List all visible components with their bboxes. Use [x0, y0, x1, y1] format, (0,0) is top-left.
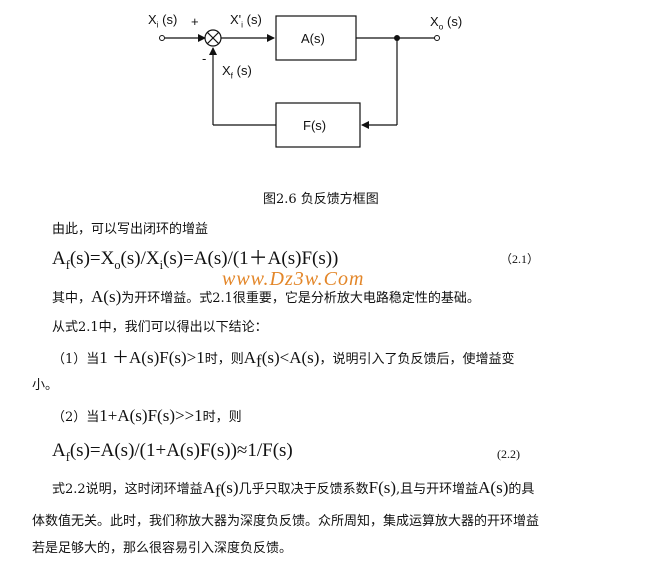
feedback-block-label: F(s) [303, 118, 327, 133]
text-line-7: 式2.2说明，这时闭环增益Af(s)几乎只取决于反馈系数F(s),且与开环增益A… [52, 478, 535, 501]
summing-junction [204, 29, 222, 47]
feedback-signal-label: Xf (s) [222, 63, 252, 81]
forward-block-label: A(s) [301, 31, 325, 46]
minus-sign: - [202, 51, 207, 66]
equation-2-2: Af(s)=A(s)/(1+A(s)F(s))≈1/F(s) [52, 440, 293, 464]
text-line-5: 小。 [32, 378, 59, 393]
input-label: Xi (s) [148, 12, 178, 30]
output-label: Xo (s) [430, 14, 463, 32]
text-line-4: （1）当1 ＋A(s)F(s)>1时，则Af(s)<A(s)，说明引入了负反馈后… [52, 348, 515, 371]
equation-2-2-number: (2.2) [497, 447, 520, 461]
equation-2-1: Af(s)=Xo(s)/Xi(s)=A(s)/(1＋A(s)F(s)) [52, 248, 339, 272]
text-line-2: 其中，A(s)为开环增益。式2.1很重要，它是分析放大电路稳定性的基础。 [52, 287, 480, 306]
watermark: www.Dz3w.Com [222, 268, 365, 290]
plus-sign: + [191, 14, 199, 29]
text-line-6: （2）当1+A(s)F(s)>>1时，则 [52, 406, 242, 425]
feedback-block [275, 102, 361, 148]
error-label: X'i (s) [230, 12, 262, 30]
block-diagram [159, 15, 440, 148]
forward-block [275, 15, 357, 61]
output-terminal [434, 35, 440, 41]
figure-caption: 图2.6 负反馈方框图 [263, 192, 379, 207]
text-line-1: 由此，可以写出闭环的增益 [52, 222, 209, 237]
input-terminal [159, 35, 165, 41]
text-line-3: 从式2.1中，我们可以得出以下结论： [52, 320, 268, 335]
text-line-9: 若是足够大的，那么很容易引入深度负反馈。 [32, 541, 293, 556]
equation-2-1-number: （2.1） [500, 252, 540, 266]
text-line-8: 体数值无关。此时，我们称放大器为深度负反馈。众所周知，集成运算放大器的开环增益 [32, 514, 540, 529]
